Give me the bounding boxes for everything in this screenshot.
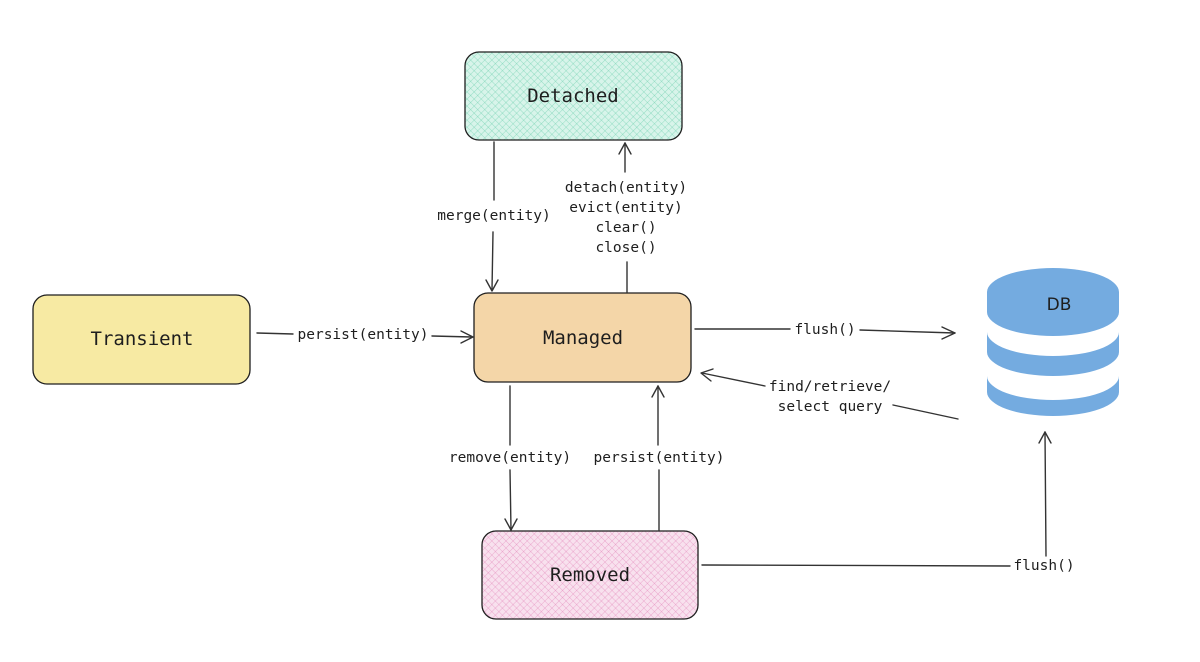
edge-flush-removed-line-vertical <box>1044 431 1047 557</box>
edge-flush-managed: flush() <box>694 322 956 340</box>
edge-persist-transient-line-left <box>256 332 294 335</box>
edge-flush-managed-label: flush() <box>794 322 855 338</box>
node-detached-hatch-b <box>465 52 682 140</box>
edge-persist-removed-label: persist(entity) <box>594 450 725 466</box>
db-label: DB <box>1047 295 1072 315</box>
node-removed[interactable]: Removed <box>481 530 699 620</box>
node-detached-label: Detached <box>527 85 619 107</box>
db-middle-disk <box>987 332 1119 376</box>
edge-find-line-left <box>701 372 766 387</box>
edge-merge-line-lower <box>491 231 494 291</box>
edge-persist-removed: persist(entity) <box>594 385 725 531</box>
edge-flush-managed-arrowhead <box>941 326 956 340</box>
edge-detach-label-line4: close() <box>595 240 656 256</box>
edge-detach-label-line3: clear() <box>595 220 656 236</box>
edge-detach-label-line2: evict(entity) <box>569 200 683 216</box>
edge-merge-label: merge(entity) <box>437 208 551 224</box>
edge-detach: detach(entity) evict(entity) clear() clo… <box>565 142 687 294</box>
edge-flush-managed-line-right <box>859 329 956 334</box>
node-detached[interactable]: Detached <box>464 51 683 141</box>
edge-persist-removed-arrowhead <box>651 385 665 398</box>
edge-detach-arrowhead <box>618 142 632 155</box>
node-detached-border <box>464 51 683 141</box>
edge-find-label-line1: find/retrieve/ <box>769 379 891 395</box>
db-bottom-disk <box>987 376 1119 416</box>
edge-remove-arrowhead <box>504 518 518 531</box>
node-transient-label: Transient <box>91 328 194 350</box>
node-transient[interactable]: Transient <box>32 294 251 385</box>
edge-remove-line-lower <box>509 469 512 531</box>
edge-merge-arrowhead <box>485 279 499 292</box>
node-transient-box <box>32 294 251 385</box>
node-removed-border <box>481 530 699 620</box>
node-managed-label: Managed <box>543 327 623 349</box>
edge-persist-transient-label: persist(entity) <box>298 327 429 343</box>
edge-merge: merge(entity) <box>437 141 551 292</box>
node-managed-box <box>473 292 692 383</box>
edge-find-arrowhead <box>700 368 714 382</box>
database-icon[interactable]: DB <box>987 268 1119 416</box>
node-removed-label: Removed <box>550 564 630 586</box>
edge-remove: remove(entity) <box>449 385 571 531</box>
edge-find-line-right <box>892 404 959 420</box>
edge-persist-transient-line-right <box>431 335 473 338</box>
edge-persist-transient-arrowhead <box>460 330 474 344</box>
edge-remove-label: remove(entity) <box>449 450 571 466</box>
edge-persist-transient: persist(entity) <box>256 327 474 344</box>
node-removed-hatch-b <box>482 531 698 619</box>
edge-find: find/retrieve/ select query <box>700 368 959 420</box>
edge-detach-label-line1: detach(entity) <box>565 180 687 196</box>
edge-flush-removed-label: flush() <box>1013 558 1074 574</box>
node-managed[interactable]: Managed <box>473 292 692 383</box>
db-top-disk <box>987 268 1119 336</box>
edge-flush-removed: flush() <box>701 431 1075 574</box>
edge-find-label-line2: select query <box>778 399 883 415</box>
edge-flush-removed-line-horizontal <box>701 564 1011 567</box>
edge-flush-removed-arrowhead <box>1038 431 1052 444</box>
